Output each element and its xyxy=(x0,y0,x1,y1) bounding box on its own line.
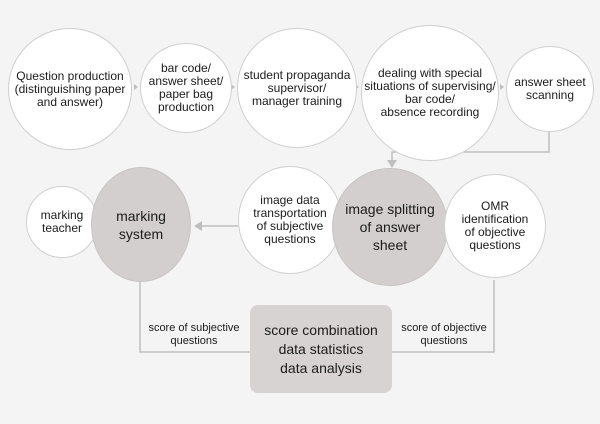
node-bar-code-production: bar code/ answer sheet/ paper bag produc… xyxy=(140,43,232,133)
node-answer-sheet-scanning: answer sheet scanning xyxy=(506,46,594,132)
connector-objective-score xyxy=(392,280,495,353)
arrow-n1-n2 xyxy=(134,84,138,90)
node-omr-identification: OMR identification of objective question… xyxy=(444,174,546,278)
node-marking-system: marking system xyxy=(91,167,191,282)
arrow-n4-n5 xyxy=(500,84,504,90)
label-subjective-score: score of subjective questions xyxy=(148,322,240,347)
node-training: student propaganda supervisor/ manager t… xyxy=(237,28,357,148)
score-combination-box: score combination data statistics data a… xyxy=(250,305,392,393)
connector-scan-to-split xyxy=(391,126,550,162)
label-objective-score: score of objective questions xyxy=(401,322,487,347)
node-marking-teacher: marking teacher xyxy=(26,186,98,258)
node-image-transport: image data transportation of subjective … xyxy=(238,166,342,274)
arrow-scan-to-split xyxy=(387,160,397,168)
node-question-production: Question production (distinguishing pape… xyxy=(8,28,132,150)
arrow-transport-to-marking xyxy=(194,221,202,231)
node-special-situations: dealing with special situations of super… xyxy=(361,25,499,161)
arrow-n2-n3 xyxy=(231,84,235,90)
node-image-splitting: image splitting of answer sheet xyxy=(332,168,448,286)
connector-subjective-score xyxy=(139,282,250,353)
